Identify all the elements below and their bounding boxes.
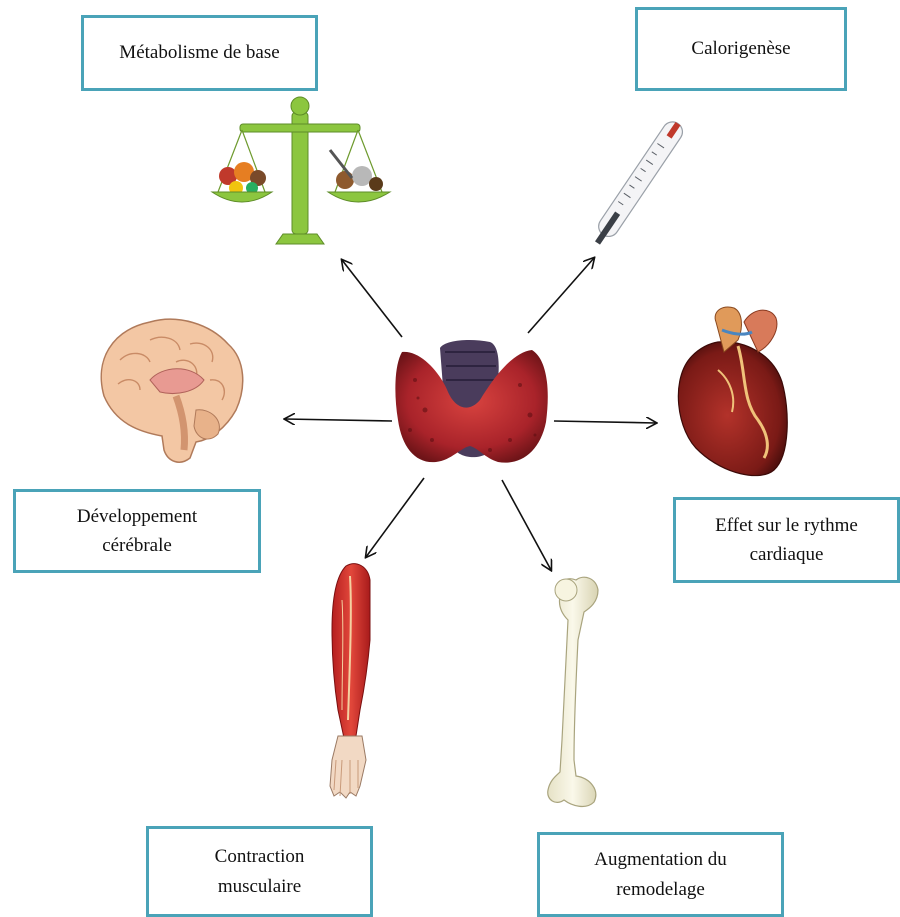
thyroid-gland-icon bbox=[395, 340, 547, 463]
arm-muscle-icon bbox=[330, 564, 370, 798]
arrow-to-bone bbox=[502, 480, 551, 570]
arrow-to-arm bbox=[366, 478, 424, 557]
balance-scale-icon bbox=[212, 97, 390, 244]
thermometer-icon bbox=[589, 118, 686, 249]
arrow-to-heart bbox=[554, 421, 656, 423]
arrow-to-calorigenesis bbox=[528, 258, 594, 333]
heart-icon bbox=[678, 307, 787, 476]
arrow-to-metabolism bbox=[342, 260, 402, 337]
arrow-to-brain bbox=[285, 419, 392, 421]
brain-icon bbox=[101, 319, 242, 462]
femur-bone-icon bbox=[548, 577, 598, 806]
